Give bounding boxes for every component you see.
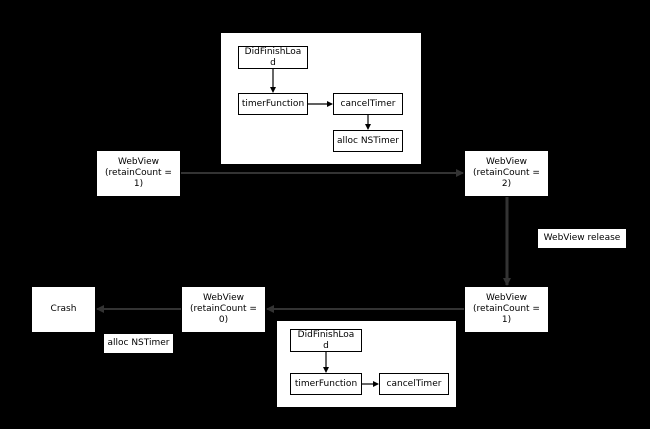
bottom-did-finish-load-label: DidFinishLoa d bbox=[297, 329, 355, 351]
alloc-timer-annotation: alloc NSTimer bbox=[103, 333, 174, 354]
top-cancel-timer-node: cancelTimer bbox=[333, 93, 403, 115]
top-timer-function-node: timerFunction bbox=[238, 93, 308, 115]
bottom-did-finish-load-node: DidFinishLoa d bbox=[290, 329, 362, 352]
top-cancel-timer-label: cancelTimer bbox=[340, 98, 396, 109]
crash-label: Crash bbox=[50, 304, 77, 314]
top-did-finish-load-label: DidFinishLoa d bbox=[244, 46, 302, 68]
webview-retain-0-label: WebView (retainCount = 0) bbox=[190, 293, 257, 325]
webview-release-label-box: WebView release bbox=[537, 228, 627, 249]
bottom-timer-function-label: timerFunction bbox=[294, 378, 358, 389]
webview-retain-2-node: WebView (retainCount = 2) bbox=[464, 150, 549, 197]
webview-retain-2-label: WebView (retainCount = 2) bbox=[473, 157, 540, 189]
bottom-cancel-timer-label: cancelTimer bbox=[386, 378, 442, 389]
webview-retain-0-node: WebView (retainCount = 0) bbox=[181, 286, 266, 333]
top-alloc-timer-node: alloc NSTimer bbox=[333, 130, 403, 152]
top-alloc-timer-label: alloc NSTimer bbox=[336, 135, 399, 146]
webview-retain-1-right-label: WebView (retainCount = 1) bbox=[473, 293, 540, 325]
webview-retain-1-left-node: WebView (retainCount = 1) bbox=[96, 150, 181, 197]
webview-retain-1-left-label: WebView (retainCount = 1) bbox=[105, 157, 172, 189]
top-timer-function-label: timerFunction bbox=[241, 98, 305, 109]
alloc-timer-annotation-label: alloc NSTimer bbox=[107, 338, 170, 348]
top-did-finish-load-node: DidFinishLoa d bbox=[238, 46, 308, 69]
bottom-timer-function-node: timerFunction bbox=[290, 373, 362, 395]
bottom-cancel-timer-node: cancelTimer bbox=[379, 373, 449, 395]
crash-node: Crash bbox=[31, 286, 96, 333]
webview-retain-1-right-node: WebView (retainCount = 1) bbox=[464, 286, 549, 333]
webview-release-label: WebView release bbox=[543, 233, 621, 243]
